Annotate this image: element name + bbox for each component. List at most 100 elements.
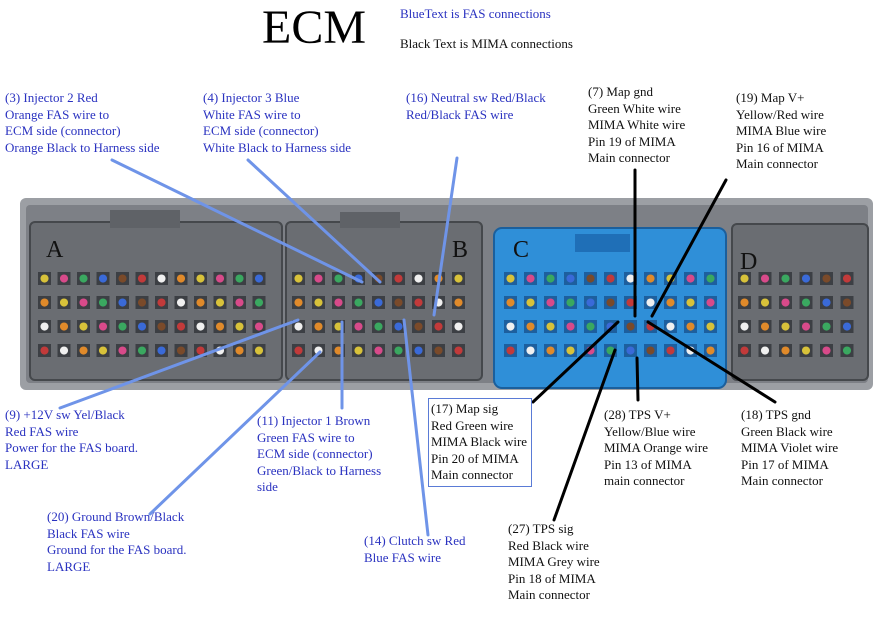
annotation-line: MIMA Violet wire — [741, 440, 839, 455]
annotation-line: Red FAS wire — [5, 423, 79, 439]
annotation-line: (19) Map V+ — [736, 90, 805, 105]
pin-wire — [176, 322, 186, 331]
pin-wire — [842, 274, 852, 283]
leader-ground — [148, 350, 322, 516]
pin-wire — [626, 298, 635, 307]
bank-label-b: B — [452, 237, 469, 263]
pin-wire — [822, 274, 831, 283]
annotation-line: (18) TPS gnd — [741, 407, 811, 422]
annotation-line: (16) Neutral sw Red/Black — [406, 90, 546, 105]
pin-wire — [781, 346, 790, 355]
annotation-line: MIMA Black wire — [431, 434, 528, 449]
annotation-line: (7) Map gnd — [588, 84, 653, 99]
pin-wire — [566, 346, 575, 355]
leader-tpsv — [635, 356, 640, 402]
annotation-line: MIMA Grey wire — [508, 554, 600, 569]
pin-wire — [98, 322, 108, 331]
annotation-line: White Black to Harness side — [203, 139, 352, 155]
annotation-line: Green FAS wire to — [257, 429, 355, 445]
pin-wire — [546, 322, 555, 331]
pin-wire — [374, 346, 383, 355]
pin-wire — [566, 322, 575, 331]
annotation-line: LARGE — [47, 558, 91, 574]
pin-wire — [526, 298, 535, 307]
pin-wire — [842, 298, 852, 307]
pin-wire — [118, 346, 127, 355]
pin-wire — [394, 274, 403, 283]
pin-wire — [157, 274, 166, 283]
leader-tpssig — [552, 348, 617, 522]
annotation-line: Main connector — [741, 473, 823, 488]
pin-wire — [59, 298, 69, 307]
pin-wire — [79, 322, 88, 331]
pin-wire — [118, 298, 127, 307]
pin-wire — [98, 274, 108, 283]
pin-wire — [526, 322, 535, 331]
pin-wire — [294, 322, 303, 331]
pin-wire — [781, 274, 790, 283]
pin-wire — [254, 322, 264, 331]
pin-wire — [137, 322, 147, 331]
pin-wire — [781, 298, 790, 307]
annotation-line: ECM side (connector) — [5, 123, 121, 138]
pin-wire — [626, 346, 635, 355]
annotation-line: Black FAS wire — [47, 525, 130, 541]
annotation-line: Orange Black to Harness side — [5, 139, 160, 155]
pin-wire — [822, 298, 831, 307]
pin-wire — [235, 346, 244, 355]
pin-wire — [254, 298, 264, 307]
pin-wire — [40, 322, 49, 331]
pin-wire — [334, 298, 343, 307]
pin-wire — [59, 274, 69, 283]
pin-wire — [235, 298, 244, 307]
pin-wire — [740, 274, 749, 283]
pin-wire — [506, 274, 515, 283]
annotation-line: Pin 19 of MIMA — [588, 133, 676, 149]
annotation-line: White FAS wire to — [203, 106, 301, 122]
pin-wire — [294, 274, 303, 283]
annotation-line: Main connector — [736, 156, 818, 171]
pin-wire — [394, 322, 403, 331]
pin-wire — [646, 274, 655, 283]
pin-wire — [354, 346, 363, 355]
pin-wire — [314, 322, 323, 331]
pin-wire — [215, 322, 225, 331]
pin-wire — [314, 298, 323, 307]
pin-grid — [38, 272, 854, 357]
annotation-line: Green Black wire — [741, 423, 833, 439]
pin-wire — [374, 298, 383, 307]
bank-c-latch — [575, 234, 630, 252]
pin-wire — [59, 346, 69, 355]
pin-wire — [801, 346, 811, 355]
bank-b-latch — [340, 212, 400, 228]
annotation-line: MIMA Blue wire — [736, 123, 827, 138]
pin-wire — [354, 298, 363, 307]
annotation-line: side — [257, 479, 278, 494]
pin-wire — [686, 322, 695, 331]
pin-wire — [137, 346, 147, 355]
bank-label-a: A — [46, 237, 64, 263]
annotation-line: Power for the FAS board. — [5, 440, 138, 455]
pin-wire — [374, 322, 383, 331]
pin-wire — [196, 322, 205, 331]
pin-wire — [740, 322, 749, 331]
pin-wire — [546, 298, 555, 307]
annotation-line: LARGE — [5, 456, 49, 472]
pin-wire — [626, 322, 635, 331]
annotation-line: Green/Black to Harness — [257, 462, 382, 478]
annotation-line: Red/Black FAS wire — [406, 106, 514, 122]
pin-wire — [626, 274, 635, 283]
pin-wire — [118, 322, 127, 331]
pin-wire — [822, 322, 831, 331]
pin-wire — [706, 298, 715, 307]
pin-wire — [414, 346, 423, 355]
pin-wire — [118, 274, 127, 283]
